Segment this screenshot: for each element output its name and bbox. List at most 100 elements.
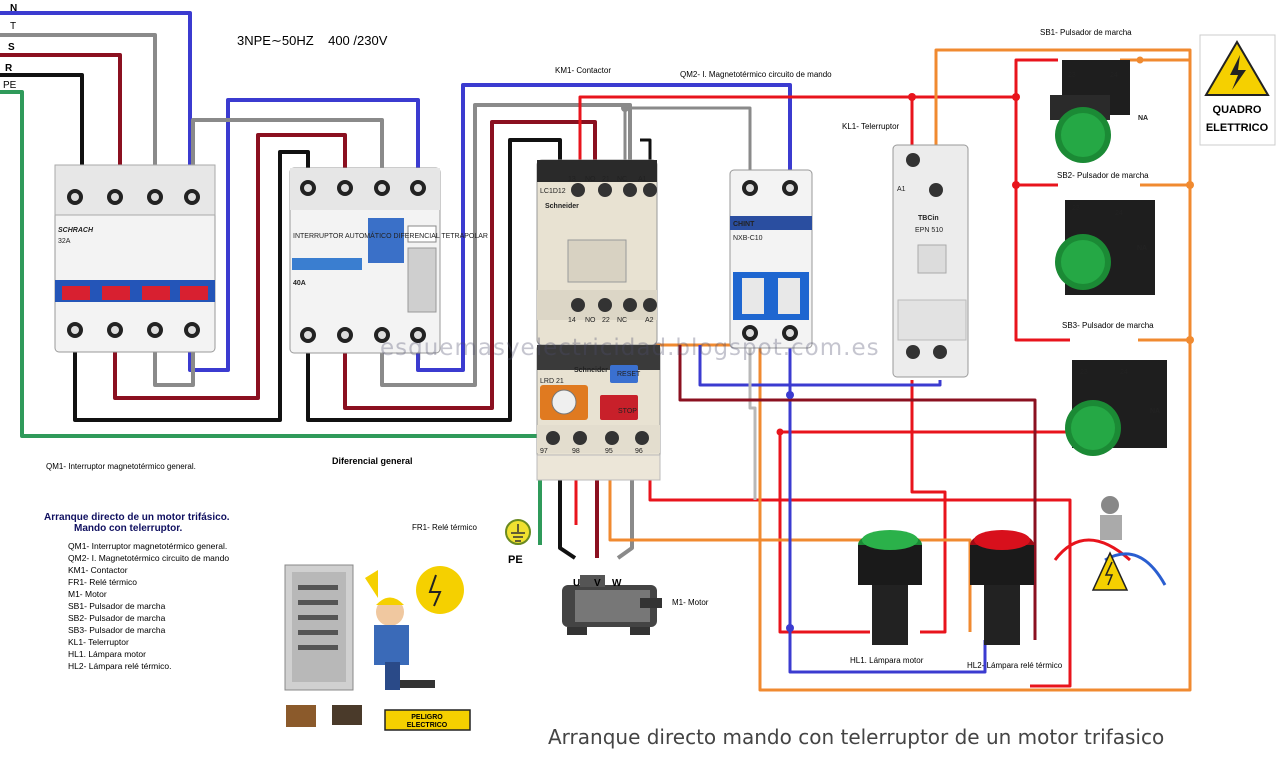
kl1-label: KL1- Telerruptor: [842, 122, 900, 131]
km1-a2: A2: [645, 317, 654, 324]
qm2-label: QM2- I. Magnetotérmico circuito de mando: [680, 70, 832, 79]
hl2-red-lamp: [970, 530, 1034, 645]
ctrl-red-3: [1014, 185, 1070, 342]
ground-symbol: [505, 519, 531, 545]
km1-t14: 14: [568, 317, 576, 324]
sb1-label: SB1- Pulsador de marcha: [1040, 28, 1132, 37]
sb3-na: NA: [1150, 408, 1160, 415]
motor-w-label: W: [612, 578, 622, 589]
km1-contactor: LC1D12 Schneider 13 NO 21 NC A1 14 NO 22…: [536, 159, 658, 346]
wire-t-diff-out: [380, 103, 632, 387]
ctrl-black-1: [640, 138, 652, 160]
supply-label: 3NPE∼50HZ 400 /230V: [237, 33, 388, 48]
peligro-text: PELIGRO: [411, 714, 443, 721]
legend-item: KL1- Telerruptor: [68, 637, 129, 647]
watermark: esquemasyelectricidad.blogspot.com.es: [380, 335, 880, 361]
ctrl-red-6: [910, 380, 947, 634]
fr1-label: FR1- Relé térmico: [412, 523, 477, 532]
fr1-thermal-relay: LRD 21 Schneider RESET STOP 97 98 95 96: [536, 344, 661, 481]
sb3-t24: 24: [1120, 369, 1128, 376]
fr1-reset: RESET: [617, 371, 641, 378]
qm2-model: NXB-C10: [733, 235, 763, 242]
line-n-label: N: [10, 3, 17, 14]
motor-v-label: V: [594, 578, 601, 589]
sb3-push-button: 23 24 NA: [1065, 360, 1167, 456]
fr1-stop: STOP: [618, 408, 637, 415]
fr1-brand: Schneider: [574, 367, 608, 374]
wire-r: [0, 73, 84, 170]
km1-t22: 22: [602, 317, 610, 324]
km1-no: NO: [585, 176, 596, 183]
quadro-elettrico-sign: QUADRO ELETTRICO: [1199, 34, 1276, 146]
sb2-na: NA: [1137, 245, 1147, 252]
legend-item: KM1- Contactor: [68, 565, 128, 575]
qm2-breaker: CHINT NXB-C10: [729, 169, 813, 349]
qm1-rating: 32A: [58, 238, 71, 245]
legend-item: M1- Motor: [68, 589, 107, 599]
sb1-na: NA: [1138, 115, 1148, 122]
wire-n-qm1-out: [188, 98, 420, 372]
svg-text:ELETTRICO: ELETTRICO: [1206, 122, 1269, 134]
wire-s-diff-out: [343, 120, 597, 410]
km1-nc2: NC: [617, 317, 627, 324]
km1-t21: 21: [602, 176, 610, 183]
km1-no2: NO: [585, 317, 596, 324]
line-r-label: R: [5, 63, 13, 74]
fr1-t98: 98: [572, 448, 580, 455]
junctions: [776, 93, 1020, 436]
legend-item: SB3- Pulsador de marcha: [68, 625, 166, 635]
legend-title-1: Arranque directo de un motor trifásico.: [44, 512, 230, 523]
ctrl-gray-2: [748, 345, 757, 500]
hl1-green-lamp: [858, 530, 922, 645]
legend-item: QM2- I. Magnetotérmico circuito de mando: [68, 553, 230, 563]
qm1-breaker: SCHRACH 32A: [54, 164, 216, 353]
sb3-label: SB3- Pulsador de marcha: [1062, 321, 1154, 330]
motor-m1: [562, 575, 662, 635]
legend-item: SB2- Pulsador de marcha: [68, 613, 166, 623]
hl2-label: HL2- Lámpara relé térmico: [967, 661, 1063, 670]
sb2-t23: 23: [1072, 205, 1080, 212]
legend-item: FR1- Relé térmico: [68, 577, 137, 587]
qm1-label: QM1- Interruptor magnetotérmico general.: [46, 462, 196, 471]
sb2-push-button: 23 24 NA: [1055, 200, 1155, 295]
qm1-brand: SCHRACH: [58, 227, 94, 234]
sb2-label: SB2- Pulsador de marcha: [1057, 171, 1149, 180]
ctrl-blue-1: [788, 345, 987, 674]
footer-title: Arranque directo mando con telerruptor d…: [548, 725, 1165, 749]
fr1-t97: 97: [540, 448, 548, 455]
hl1-label: HL1. Lámpara motor: [850, 656, 924, 665]
electrician-illustration: [284, 564, 471, 731]
km1-nc: NC: [617, 176, 627, 183]
fr1-model: LRD 21: [540, 378, 564, 385]
kl1-brand: TBCin: [918, 215, 939, 222]
m1-label: M1- Motor: [672, 598, 709, 607]
wire-n-diff-out: [416, 83, 792, 372]
sb1-t23: 23: [1068, 72, 1076, 79]
pe-ground-label: PE: [508, 554, 523, 566]
legend: Arranque directo de un motor trifásico. …: [44, 512, 264, 672]
line-pe-label: PE: [3, 80, 17, 91]
ctrl-gray-1: [623, 106, 752, 175]
wire-r-qm1-out: [73, 150, 310, 422]
svg-text:QUADRO: QUADRO: [1213, 104, 1262, 116]
kl1-a1: A1: [897, 186, 906, 193]
kl1-telerruptor: A1 TBCin EPN 510: [892, 144, 969, 378]
line-t-label: T: [10, 21, 16, 32]
sb1-push-button: 23 24 NA: [1050, 60, 1148, 163]
diff-rating: 40A: [293, 280, 306, 287]
legend-item: SB1- Pulsador de marcha: [68, 601, 166, 611]
wire-t: [0, 33, 157, 170]
sb2-t24: 24: [1115, 210, 1123, 217]
wire-s-qm1-out: [113, 133, 347, 400]
ctrl-blue-2: [698, 345, 942, 387]
legend-item: QM1- Interruptor magnetotérmico general.: [68, 541, 228, 551]
wire-motor-w: [616, 478, 634, 560]
diff-text: INTERRUPTOR AUTOMÁTICO DIFERENCIAL TETRA…: [293, 231, 488, 240]
legend-item: HL1. Lámpara motor: [68, 649, 146, 659]
diferencial-label: Diferencial general: [332, 456, 413, 466]
km1-t13: 13: [568, 176, 576, 183]
wire-n: [0, 11, 192, 170]
diferencial-breaker: INTERRUPTOR AUTOMÁTICO DIFERENCIAL TETRA…: [289, 167, 488, 354]
km1-model: LC1D12: [540, 188, 566, 195]
